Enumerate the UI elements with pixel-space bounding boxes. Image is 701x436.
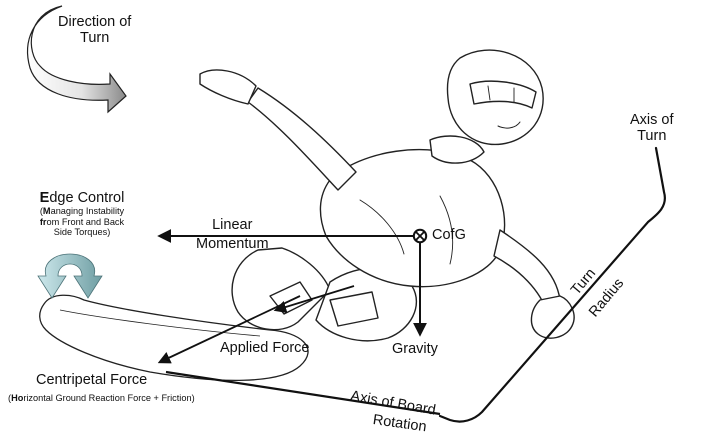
edge-control-sub2-rest: om Front and Back: [47, 217, 125, 227]
direction-of-turn-line1: Direction of: [58, 14, 131, 30]
gravity-label: Gravity: [392, 341, 438, 357]
edge-control-sub2-initial: fr: [40, 217, 47, 227]
cofg-label: CofG: [432, 227, 466, 243]
centripetal-force-sub: (Horizontal Ground Reaction Force + Fric…: [8, 393, 195, 403]
edge-control-sub2: from Front and Back: [8, 217, 156, 227]
linear-momentum-line1: Linear: [196, 217, 269, 233]
applied-force-label: Applied Force: [220, 340, 309, 356]
centripetal-sub-initial: Ho: [11, 393, 23, 403]
direction-of-turn-label: Direction of Turn: [58, 14, 131, 46]
edge-control-sub3: Side Torques): [8, 227, 156, 237]
edge-control-sub1-initial: M: [43, 206, 51, 216]
edge-control-rotation-icon: [38, 254, 102, 298]
axis-of-turn-label: Axis of Turn: [630, 112, 674, 144]
axis-of-turn-line1: Axis of: [630, 112, 674, 128]
centripetal-force-label: Centripetal Force: [36, 372, 147, 388]
center-of-gravity-icon: [414, 230, 426, 242]
centripetal-sub-rest: rizontal Ground Reaction Force + Frictio…: [23, 393, 194, 403]
linear-momentum-label: Linear Momentum: [196, 217, 269, 252]
snowboarder-figure: [200, 50, 574, 341]
edge-control-sub1-rest: anaging Instability: [51, 206, 125, 216]
edge-control-title-rest: dge Control: [49, 190, 124, 206]
edge-control-label: Edge Control (Managing Instability from …: [8, 190, 156, 237]
edge-control-title-initial: E: [40, 190, 50, 206]
linear-momentum-line2: Momentum: [196, 236, 269, 252]
edge-control-sub1: (Managing Instability: [8, 206, 156, 216]
axis-of-turn-line2: Turn: [630, 128, 674, 144]
edge-control-title: Edge Control: [8, 190, 156, 206]
direction-of-turn-line2: Turn: [58, 30, 131, 46]
